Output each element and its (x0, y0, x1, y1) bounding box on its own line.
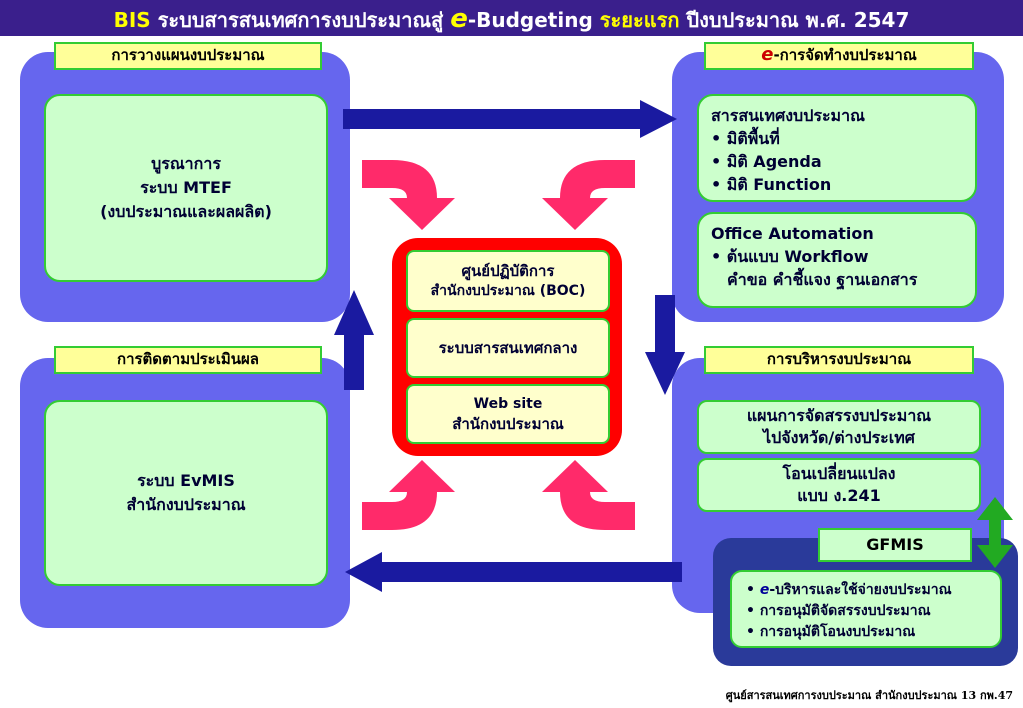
budget-info-line-1: สารสนเทศงบประมาณ (711, 106, 865, 125)
allocation-line-2: ไปจังหวัด/ต่างประเทศ (763, 428, 915, 447)
title-year: ปีงบประมาณ พ.ศ. 2547 (686, 8, 910, 32)
monitoring-box: ระบบ EvMIS สำนักงบประมาณ (44, 400, 328, 586)
page-title: BIS ระบบสารสนเทศการงบประมาณสู่ e-Budgeti… (0, 4, 1023, 36)
boc-box: ศูนย์ปฏิบัติการ สำนักงบประมาณ (BOC) (406, 250, 610, 312)
title-bis: BIS (113, 8, 151, 32)
ebudget-label-e: e (761, 44, 774, 65)
office-line-3: คำขอ คำชี้แจง ฐานเอกสาร (727, 270, 918, 289)
green-double-arrow (977, 497, 1013, 568)
office-automation-box: Office Automation • ต้นแบบ Workflow คำขอ… (697, 212, 977, 308)
title-phase: ระยะแรก (599, 8, 680, 32)
budget-info-line-3: • มิติ Agenda (711, 152, 822, 171)
allocation-line-1: แผนการจัดสรรงบประมาณ (746, 406, 932, 425)
footer-note: ศูนย์สารสนเทศการงบประมาณ สำนักงบประมาณ 1… (725, 689, 1013, 702)
pink-arrow-top-left (362, 160, 455, 230)
central-system-box: ระบบสารสนเทศกลาง (406, 318, 610, 378)
office-line-1: Office Automation (711, 224, 874, 243)
budget-info-line-4: • มิติ Function (711, 175, 832, 194)
website-line-2: สำนักงบประมาณ (452, 415, 564, 433)
gfmis-box: • e-บริหารและใช้จ่ายงบประมาณ • การอนุมัต… (730, 570, 1002, 648)
planning-line-1: บูรณาการ (151, 154, 221, 173)
title-budgeting: -Budgeting (467, 8, 593, 32)
title-bar (0, 0, 1023, 36)
pink-arrow-top-right (542, 160, 635, 230)
office-line-2: • ต้นแบบ Workflow (711, 247, 869, 266)
monitoring-line-1: ระบบ EvMIS (137, 471, 235, 490)
gfmis-e: e (759, 582, 770, 598)
budget-info-box: สารสนเทศงบประมาณ • มิติพื้นที่ • มิติ Ag… (697, 94, 977, 202)
website-line-1: Web site (473, 396, 543, 412)
pink-arrow-bottom-right (542, 460, 635, 530)
monitoring-label: การติดตามประเมินผล (54, 346, 322, 374)
arrow-left-bottom (345, 552, 682, 592)
arrow-right-top (343, 100, 677, 138)
title-thai: ระบบสารสนเทศการงบประมาณสู่ (157, 8, 444, 32)
gfmis-item-2: • การอนุมัติจัดสรรงบประมาณ (746, 603, 931, 619)
website-box: Web site สำนักงบประมาณ (406, 384, 610, 444)
gfmis-item-3: • การอนุมัติโอนงบประมาณ (746, 624, 916, 640)
ebudget-label: e-การจัดทำงบประมาณ (704, 42, 974, 70)
ebudget-label-text: -การจัดทำงบประมาณ (773, 46, 917, 64)
pink-arrow-bottom-left (362, 460, 455, 530)
gfmis-label: GFMIS (818, 528, 972, 562)
boc-line-1: ศูนย์ปฏิบัติการ (461, 262, 555, 280)
monitoring-line-2: สำนักงบประมาณ (126, 495, 246, 514)
transfer-line-2: แบบ ง.241 (797, 486, 881, 505)
boc-line-2: สำนักงบประมาณ (BOC) (430, 283, 586, 299)
arrow-down-right (645, 295, 685, 395)
budget-info-line-2: • มิติพื้นที่ (711, 129, 780, 148)
transfer-box: โอนเปลี่ยนแปลง แบบ ง.241 (697, 458, 981, 512)
planning-line-2: ระบบ MTEF (140, 178, 232, 197)
planning-label: การวางแผนงบประมาณ (54, 42, 322, 70)
gfmis-item-1-text: -บริหารและใช้จ่ายงบประมาณ (769, 582, 952, 598)
planning-box: บูรณาการ ระบบ MTEF (งบประมาณและผลผลิต) (44, 94, 328, 282)
title-e: e (450, 4, 468, 34)
allocation-box: แผนการจัดสรรงบประมาณ ไปจังหวัด/ต่างประเท… (697, 400, 981, 454)
gfmis-item-1: • e-บริหารและใช้จ่ายงบประมาณ (746, 582, 952, 598)
central-system-label: ระบบสารสนเทศกลาง (438, 339, 578, 357)
planning-line-3: (งบประมาณและผลผลิต) (100, 202, 272, 221)
arrow-up-left (334, 290, 374, 390)
admin-label: การบริหารงบประมาณ (704, 346, 974, 374)
transfer-line-1: โอนเปลี่ยนแปลง (782, 464, 896, 483)
